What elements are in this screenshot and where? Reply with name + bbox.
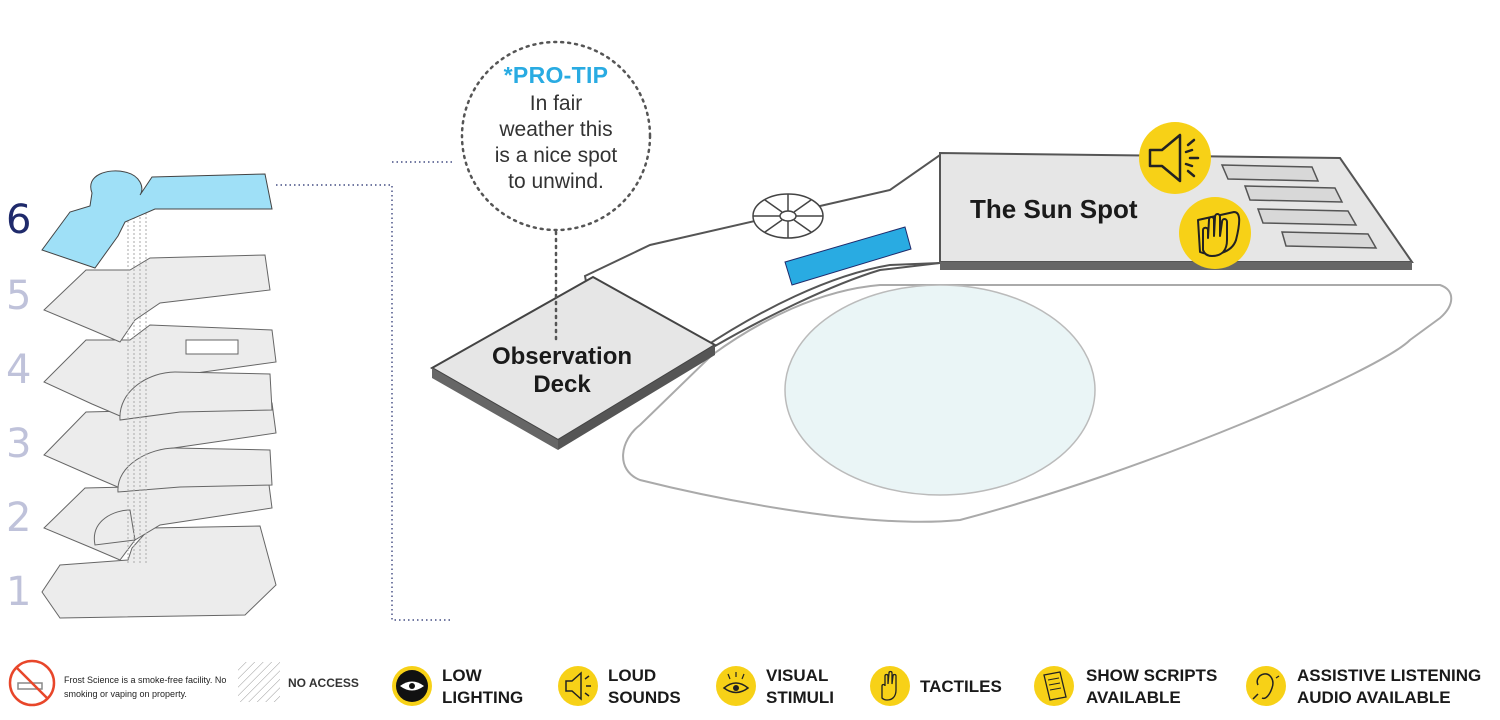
fan-icon bbox=[752, 193, 824, 239]
floor-number-3[interactable]: 3 bbox=[6, 421, 32, 467]
floor-stack bbox=[41, 170, 277, 619]
pro-tip-line: In fair bbox=[529, 92, 583, 115]
floor-number-6[interactable]: 6 bbox=[6, 197, 32, 243]
legend-show-scripts: SHOW SCRIPTS AVAILABLE bbox=[1086, 666, 1218, 707]
legend-loud-sounds: LOUD SOUNDS bbox=[608, 666, 681, 707]
smoke-free-text: Frost Science is a smoke-free facility. … bbox=[64, 675, 227, 699]
loud-sounds-icon bbox=[558, 666, 598, 706]
visual-stimuli-icon bbox=[716, 666, 756, 706]
sun-spot-label: The Sun Spot bbox=[970, 194, 1138, 224]
floor-5-plan[interactable] bbox=[43, 254, 271, 343]
low-lighting-icon bbox=[392, 666, 432, 706]
tactiles-icon bbox=[870, 666, 910, 706]
leader-line bbox=[276, 184, 452, 621]
tactiles-icon bbox=[1179, 197, 1251, 269]
legend-low-lighting: LOW LIGHTING bbox=[442, 666, 524, 707]
floor-number-1[interactable]: 1 bbox=[6, 569, 32, 615]
show-scripts-icon bbox=[1034, 666, 1074, 706]
observation-deck-label: Observation Deck bbox=[491, 343, 633, 398]
pro-tip-line: is a nice spot bbox=[494, 144, 618, 167]
pro-tip-callout: *PRO-TIP In fair weather this is a nice … bbox=[466, 62, 646, 195]
no-smoking-icon bbox=[8, 659, 56, 707]
smoke-free-note: Frost Science is a smoke-free facility. … bbox=[64, 673, 234, 701]
legend-assistive-listening: ASSISTIVE LISTENING AUDIO AVAILABLE bbox=[1297, 666, 1482, 707]
elevator-badge[interactable] bbox=[784, 226, 912, 286]
floor-1-plan[interactable] bbox=[41, 525, 277, 619]
legend-tactiles: TACTILES bbox=[920, 677, 1002, 696]
floor-number-4[interactable]: 4 bbox=[6, 347, 32, 393]
floor-number-5[interactable]: 5 bbox=[6, 273, 32, 319]
floor-6-plan[interactable] bbox=[41, 170, 273, 269]
pro-tip-title: *PRO-TIP bbox=[503, 62, 609, 88]
loud-sounds-icon bbox=[1139, 122, 1211, 194]
pro-tip-body: In fair weather this is a nice spot to u… bbox=[466, 91, 646, 195]
floor-number-2[interactable]: 2 bbox=[6, 495, 32, 541]
pro-tip-callout-circle bbox=[460, 40, 652, 232]
atrium-oculus bbox=[784, 284, 1096, 496]
legend-visual-stimuli: VISUAL STIMULI bbox=[766, 666, 834, 707]
legend bbox=[8, 659, 1286, 707]
no-access-label: NO ACCESS bbox=[288, 676, 359, 690]
sun-spot-benches bbox=[1220, 164, 1378, 249]
pro-tip-line: weather this bbox=[499, 118, 613, 141]
assistive-listening-icon bbox=[1246, 666, 1286, 706]
no-access-swatch bbox=[238, 662, 280, 702]
pro-tip-line: to unwind. bbox=[508, 170, 604, 193]
